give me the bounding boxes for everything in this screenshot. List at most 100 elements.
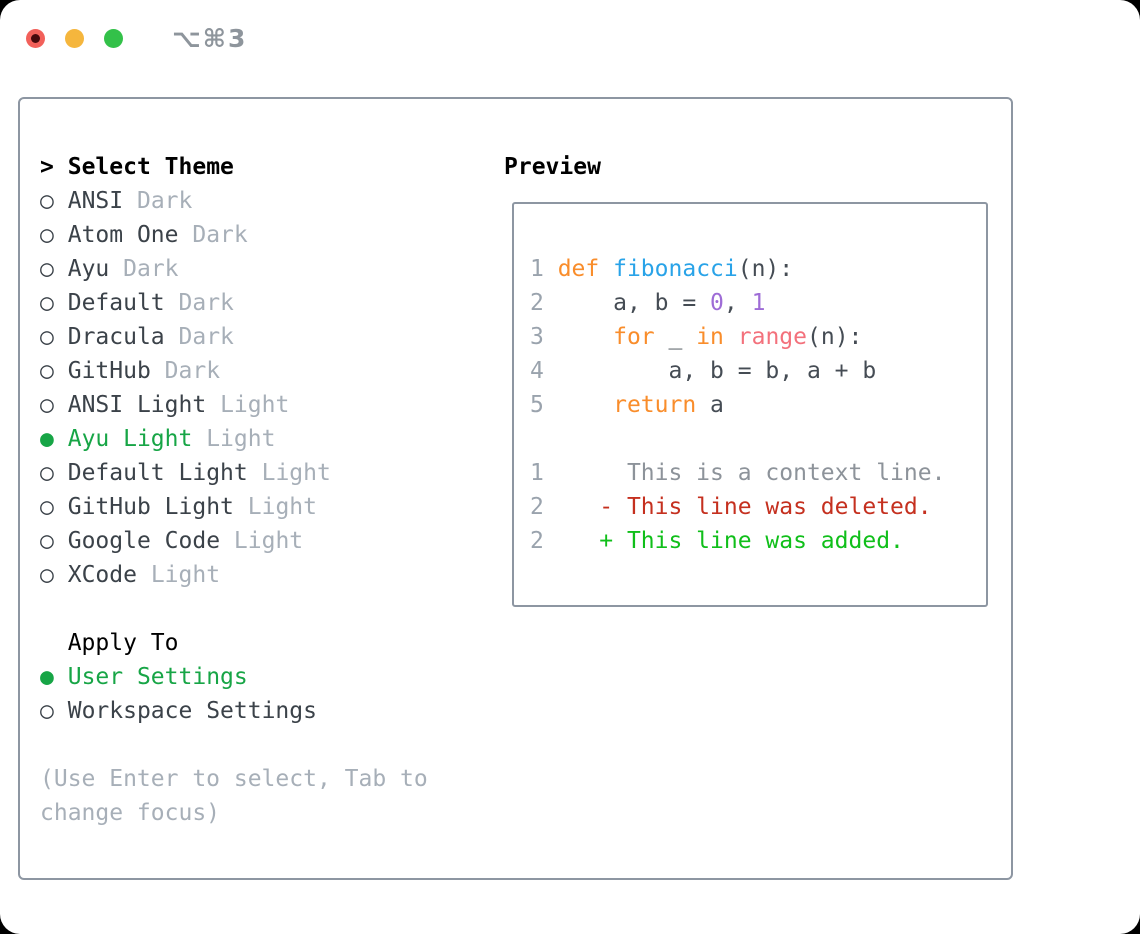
radio-icon: ○	[40, 528, 54, 554]
line-number: 2	[530, 528, 558, 554]
code-token: def	[557, 256, 600, 282]
selected-radio-icon: ●	[40, 664, 54, 690]
window-shortcut-label: ⌥⌘3	[172, 23, 248, 53]
code-token: + This line was added.	[557, 528, 904, 554]
theme-option[interactable]: ● Ayu Light Light	[40, 422, 504, 456]
code-line: 1 This is a context line.	[530, 456, 970, 490]
theme-variant: Light	[206, 426, 276, 452]
theme-variant: Light	[233, 528, 304, 554]
theme-variant: Light	[220, 392, 290, 418]
apply-to-option[interactable]: ● User Settings	[40, 660, 504, 694]
theme-option[interactable]: ○ GitHub Dark	[40, 354, 504, 388]
preview-section: Preview 1 def fibonacci(n):2 a, b = 0, 1…	[504, 150, 988, 878]
apply-to-label: Workspace Settings	[67, 698, 317, 724]
zoom-button[interactable]	[104, 28, 123, 48]
code-token: a, b = b, a + b	[557, 358, 877, 384]
theme-name: Default	[67, 290, 165, 316]
code-line: 5 return a	[530, 388, 970, 422]
code-token: 0	[710, 290, 724, 316]
code-token	[599, 256, 613, 282]
code-token: in	[696, 324, 724, 350]
theme-variant: Dark	[178, 290, 234, 316]
traffic-lights	[26, 28, 123, 48]
theme-name: GitHub	[67, 358, 151, 384]
code-line: 1 def fibonacci(n):	[530, 252, 970, 286]
code-token: This is a context line.	[557, 460, 946, 486]
code-token: (n):	[737, 256, 794, 282]
code-token: fibonacci	[613, 256, 738, 282]
code-token	[558, 324, 613, 350]
line-number: 2	[530, 290, 558, 316]
apply-to-label: User Settings	[67, 664, 248, 690]
theme-name: Default Light	[67, 460, 248, 486]
selected-radio-icon: ●	[40, 426, 54, 452]
apply-to-option[interactable]: ○ Workspace Settings	[40, 694, 504, 728]
help-text: (Use Enter to select, Tab to change focus…	[40, 762, 504, 830]
theme-option[interactable]: ○ XCode Light	[40, 558, 504, 592]
radio-icon: ○	[40, 222, 54, 248]
theme-option[interactable]: ○ Default Light Light	[40, 456, 504, 490]
code-token: return	[613, 392, 697, 418]
code-token: 1	[751, 290, 766, 316]
radio-icon: ○	[40, 494, 54, 520]
theme-option[interactable]: ○ Google Code Light	[40, 524, 504, 558]
theme-name: GitHub Light	[67, 494, 234, 520]
code-token: - This line was deleted.	[557, 494, 932, 520]
code-token: for	[613, 324, 655, 350]
theme-variant: Dark	[136, 188, 193, 214]
theme-variant: Dark	[164, 358, 221, 384]
help-line: (Use Enter to select, Tab to	[40, 766, 428, 792]
titlebar: ⌥⌘3	[0, 0, 1140, 76]
code-line: 2 + This line was added.	[530, 524, 970, 558]
theme-name: Ayu Light	[67, 426, 193, 452]
theme-option[interactable]: ○ Dracula Dark	[40, 320, 504, 354]
code-token	[724, 324, 738, 350]
theme-variant: Light	[150, 562, 221, 588]
theme-name: Ayu	[67, 256, 110, 282]
radio-icon: ○	[40, 562, 54, 588]
apply-to-list: ● User Settings○ Workspace Settings	[40, 660, 504, 728]
radio-icon: ○	[40, 392, 54, 418]
theme-name: Google Code	[67, 528, 221, 554]
code-line: 4 a, b = b, a + b	[530, 354, 970, 388]
line-number: 5	[530, 392, 558, 418]
theme-option[interactable]: ○ Ayu Dark	[40, 252, 504, 286]
code-token: ,	[723, 290, 752, 316]
close-dot-icon	[31, 33, 40, 43]
radio-icon: ○	[40, 290, 54, 316]
theme-option[interactable]: ○ ANSI Dark	[40, 184, 504, 218]
theme-picker-title: Select Theme	[67, 154, 234, 180]
code-token: (n):	[807, 324, 863, 350]
theme-variant: Dark	[178, 324, 234, 350]
radio-icon: ○	[40, 698, 54, 724]
close-button[interactable]	[26, 28, 45, 48]
spacer	[40, 592, 504, 626]
theme-name: ANSI Light	[67, 392, 207, 418]
theme-option[interactable]: ○ Atom One Dark	[40, 218, 504, 252]
focus-prompt-icon: >	[40, 154, 54, 180]
line-number: 1	[530, 460, 558, 486]
radio-icon: ○	[40, 460, 54, 486]
radio-icon: ○	[40, 188, 54, 214]
theme-option[interactable]: ○ GitHub Light Light	[40, 490, 504, 524]
code-line: 2 a, b = 0, 1	[530, 286, 970, 320]
theme-option[interactable]: ○ ANSI Light Light	[40, 388, 504, 422]
preview-header: Preview	[504, 154, 601, 180]
theme-name: Atom One	[67, 222, 179, 248]
radio-icon: ○	[40, 358, 54, 384]
theme-name: Dracula	[67, 324, 165, 350]
theme-option[interactable]: ○ Default Dark	[40, 286, 504, 320]
code-line: 2 - This line was deleted.	[530, 490, 970, 524]
theme-variant: Light	[261, 460, 331, 486]
tui-panel: > Select Theme ○ ANSI Dark○ Atom One Dar…	[18, 97, 1013, 880]
radio-icon: ○	[40, 324, 54, 350]
code-line: 3 for _ in range(n):	[530, 320, 970, 354]
minimize-button[interactable]	[65, 28, 84, 48]
line-number: 2	[530, 494, 558, 520]
code-line	[530, 422, 970, 456]
help-line: change focus)	[40, 800, 221, 826]
code-token: a, b =	[557, 290, 711, 316]
code-token: range	[737, 324, 807, 350]
